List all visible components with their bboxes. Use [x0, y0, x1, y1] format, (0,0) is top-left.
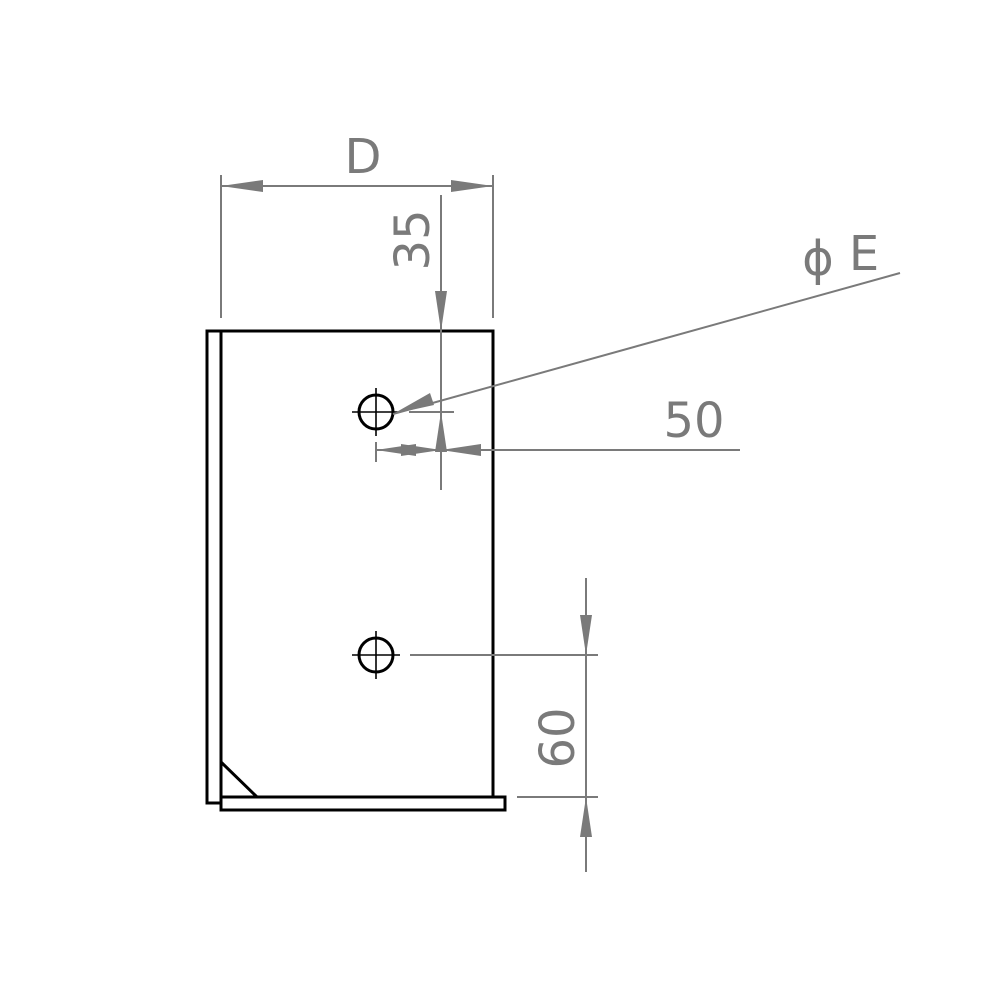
bracket-plate — [219, 329, 495, 799]
arrow-60-down — [580, 615, 592, 655]
dimension-60-label: 60 — [530, 707, 586, 768]
arrow-50-right — [441, 444, 481, 456]
bottom-flange — [219, 795, 507, 812]
arrow-diameter — [393, 393, 434, 414]
dimension-50: 50 — [375, 393, 740, 462]
dimension-diameter-e: ϕ E — [392, 226, 901, 415]
dimension-d-label: D — [345, 129, 382, 185]
arrow-d-left — [221, 180, 263, 192]
dimension-e-label: E — [849, 226, 879, 282]
dimension-50-label: 50 — [663, 393, 724, 449]
diameter-symbol: ϕ — [802, 231, 834, 287]
arrow-d-right — [451, 180, 493, 192]
bracket-part — [205, 329, 507, 812]
dimension-d: D — [220, 129, 494, 318]
dimension-60: 60 — [410, 578, 598, 872]
hole-top — [352, 388, 400, 436]
dimension-35: 35 — [385, 195, 454, 490]
dimension-35-label: 35 — [385, 209, 441, 270]
arrow-50-mid — [401, 444, 441, 456]
arrow-35-up — [435, 412, 447, 452]
hole-bottom — [352, 631, 400, 679]
left-flange — [205, 329, 221, 805]
arrow-35-down — [435, 291, 447, 331]
arrow-60-up — [580, 797, 592, 837]
corner-weld — [219, 760, 259, 799]
